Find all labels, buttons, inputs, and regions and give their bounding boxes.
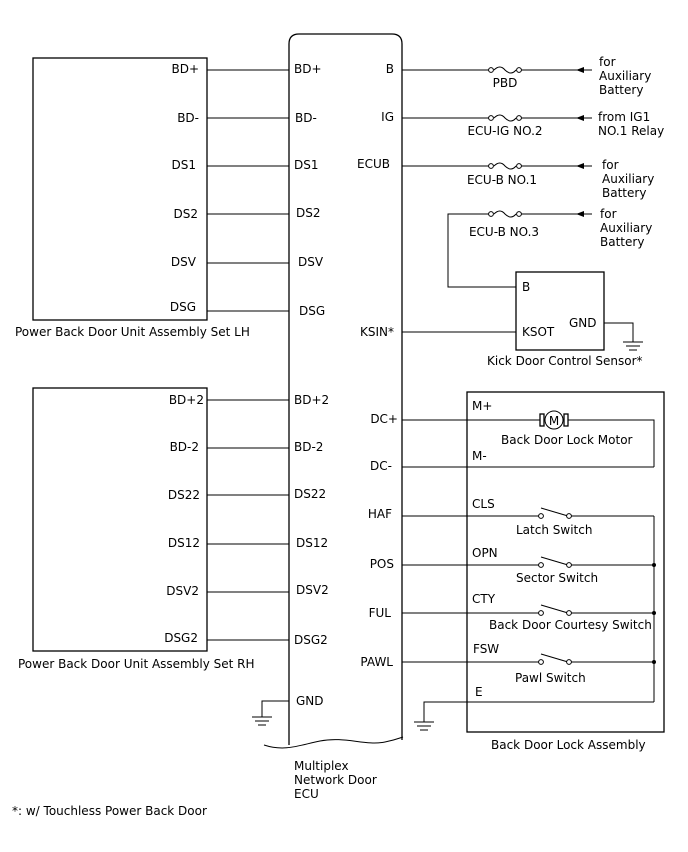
ecu-right-pin: PAWL [360, 655, 393, 669]
switch-label: Pawl Switch [515, 671, 586, 685]
fuse-label: PBD [493, 76, 518, 90]
source-label: Auxiliary [602, 172, 654, 186]
ecu-break-line [263, 736, 404, 749]
ecu-left-pin: DSV2 [296, 583, 329, 597]
source-label: Battery [600, 235, 644, 249]
lock-assembly: M+ M- M Back Door Lock Motor CLS Latch S… [402, 391, 665, 752]
motor-label: Back Door Lock Motor [501, 433, 633, 447]
lock-assembly-label: Back Door Lock Assembly [491, 738, 646, 752]
lh-unit-label: Power Back Door Unit Assembly Set LH [15, 325, 250, 339]
ecu-left-pin: DSG [299, 304, 325, 318]
lh-pin: DS2 [174, 207, 199, 221]
switch-label: Back Door Courtesy Switch [489, 618, 652, 632]
ecu-left-pin: DS12 [296, 536, 328, 550]
sensor-pin: B [522, 280, 530, 294]
ecu-left-pin: BD+2 [294, 393, 329, 407]
ecu-left-pin: DS1 [294, 158, 319, 172]
rh-pin: DS12 [168, 536, 200, 550]
source-label: for [599, 55, 616, 69]
kick-sensor-box [515, 271, 605, 351]
ecu-right-pin: ECUB [357, 157, 390, 171]
switch-pin: CTY [472, 592, 496, 606]
sensor-pin: KSOT [522, 325, 555, 339]
switch-pin: FSW [473, 642, 499, 656]
ecu-left-pin: DS22 [294, 487, 326, 501]
motor-icon [544, 410, 564, 430]
source-label: for [602, 158, 619, 172]
switch-pin: CLS [472, 497, 495, 511]
ecu-ground [252, 700, 289, 726]
ecu-label: ECU [294, 787, 319, 801]
ecu-label: Network Door [294, 773, 377, 787]
rh-pin: BD+2 [169, 393, 204, 407]
ecu-right-pin: KSIN* [360, 325, 394, 339]
fuse-label: ECU-B NO.3 [469, 225, 539, 239]
ecu-right-pin: DC+ [370, 412, 398, 426]
ecu-right-pin: POS [370, 557, 394, 571]
rh-pin: DS22 [168, 488, 200, 502]
switch-pin: OPN [472, 546, 498, 560]
ecu-left-pin: BD-2 [294, 440, 323, 454]
unit-wires [207, 69, 289, 641]
source-label: for [600, 207, 617, 221]
switch-label: Latch Switch [516, 523, 592, 537]
ecu-left-pin: DSG2 [294, 633, 328, 647]
lock-assembly-box [466, 391, 665, 733]
lh-pin: DS1 [172, 158, 197, 172]
source-label: Battery [599, 83, 643, 97]
fuse-lines [402, 66, 592, 288]
source-label: Auxiliary [600, 221, 652, 235]
ecu: BD+ BD- DS1 DS2 DSV DSG BD+2 BD-2 DS22 D… [263, 33, 404, 801]
lh-pin: DSV [171, 255, 197, 269]
footnote: *: w/ Touchless Power Back Door [12, 804, 207, 818]
sensor-pin: GND [569, 316, 597, 330]
fuse-label: ECU-IG NO.2 [467, 124, 542, 138]
kick-sensor: B KSOT GND Kick Door Control Sensor* [402, 271, 643, 368]
ecu-body [288, 33, 403, 745]
lh-pin: DSG [170, 300, 196, 314]
ecu-label: Multiplex [294, 759, 349, 773]
ecu-right-pin: DC- [370, 459, 392, 473]
ground-pin: E [475, 685, 483, 699]
sensor-label: Kick Door Control Sensor* [487, 354, 643, 368]
ecu-left-pin: GND [296, 694, 324, 708]
rh-unit: BD+2 BD-2 DS22 DS12 DSV2 DSG2 Power Back… [18, 387, 255, 671]
lh-pin: BD+ [171, 62, 199, 76]
ecu-right-pin: B [386, 62, 394, 76]
ecu-left-pin: DSV [298, 255, 324, 269]
ecu-right-pin: FUL [369, 606, 392, 620]
ecu-left-pin: BD+ [294, 62, 322, 76]
source-label: NO.1 Relay [598, 124, 664, 138]
ecu-right-pin: IG [381, 110, 394, 124]
motor-pin: M+ [472, 399, 492, 413]
ecu-left-pin: BD- [295, 111, 317, 125]
switch-label: Sector Switch [516, 571, 598, 585]
rh-pin: BD-2 [170, 440, 199, 454]
lh-unit-box [32, 57, 208, 321]
lh-pin: BD- [177, 111, 199, 125]
rh-unit-label: Power Back Door Unit Assembly Set RH [18, 657, 255, 671]
motor-pin: M- [472, 449, 487, 463]
lh-unit: BD+ BD- DS1 DS2 DSV DSG Power Back Door … [15, 57, 250, 339]
ecu-right-pin: HAF [368, 507, 392, 521]
fuse-label: ECU-B NO.1 [467, 173, 537, 187]
rh-unit-box [32, 387, 208, 652]
ecu-left-pin: DS2 [296, 206, 321, 220]
source-label: Battery [602, 186, 646, 200]
rh-pin: DSG2 [164, 631, 198, 645]
motor-symbol: M [549, 414, 559, 428]
rh-pin: DSV2 [166, 584, 199, 598]
source-label: from IG1 [598, 110, 650, 124]
source-label: Auxiliary [599, 69, 651, 83]
